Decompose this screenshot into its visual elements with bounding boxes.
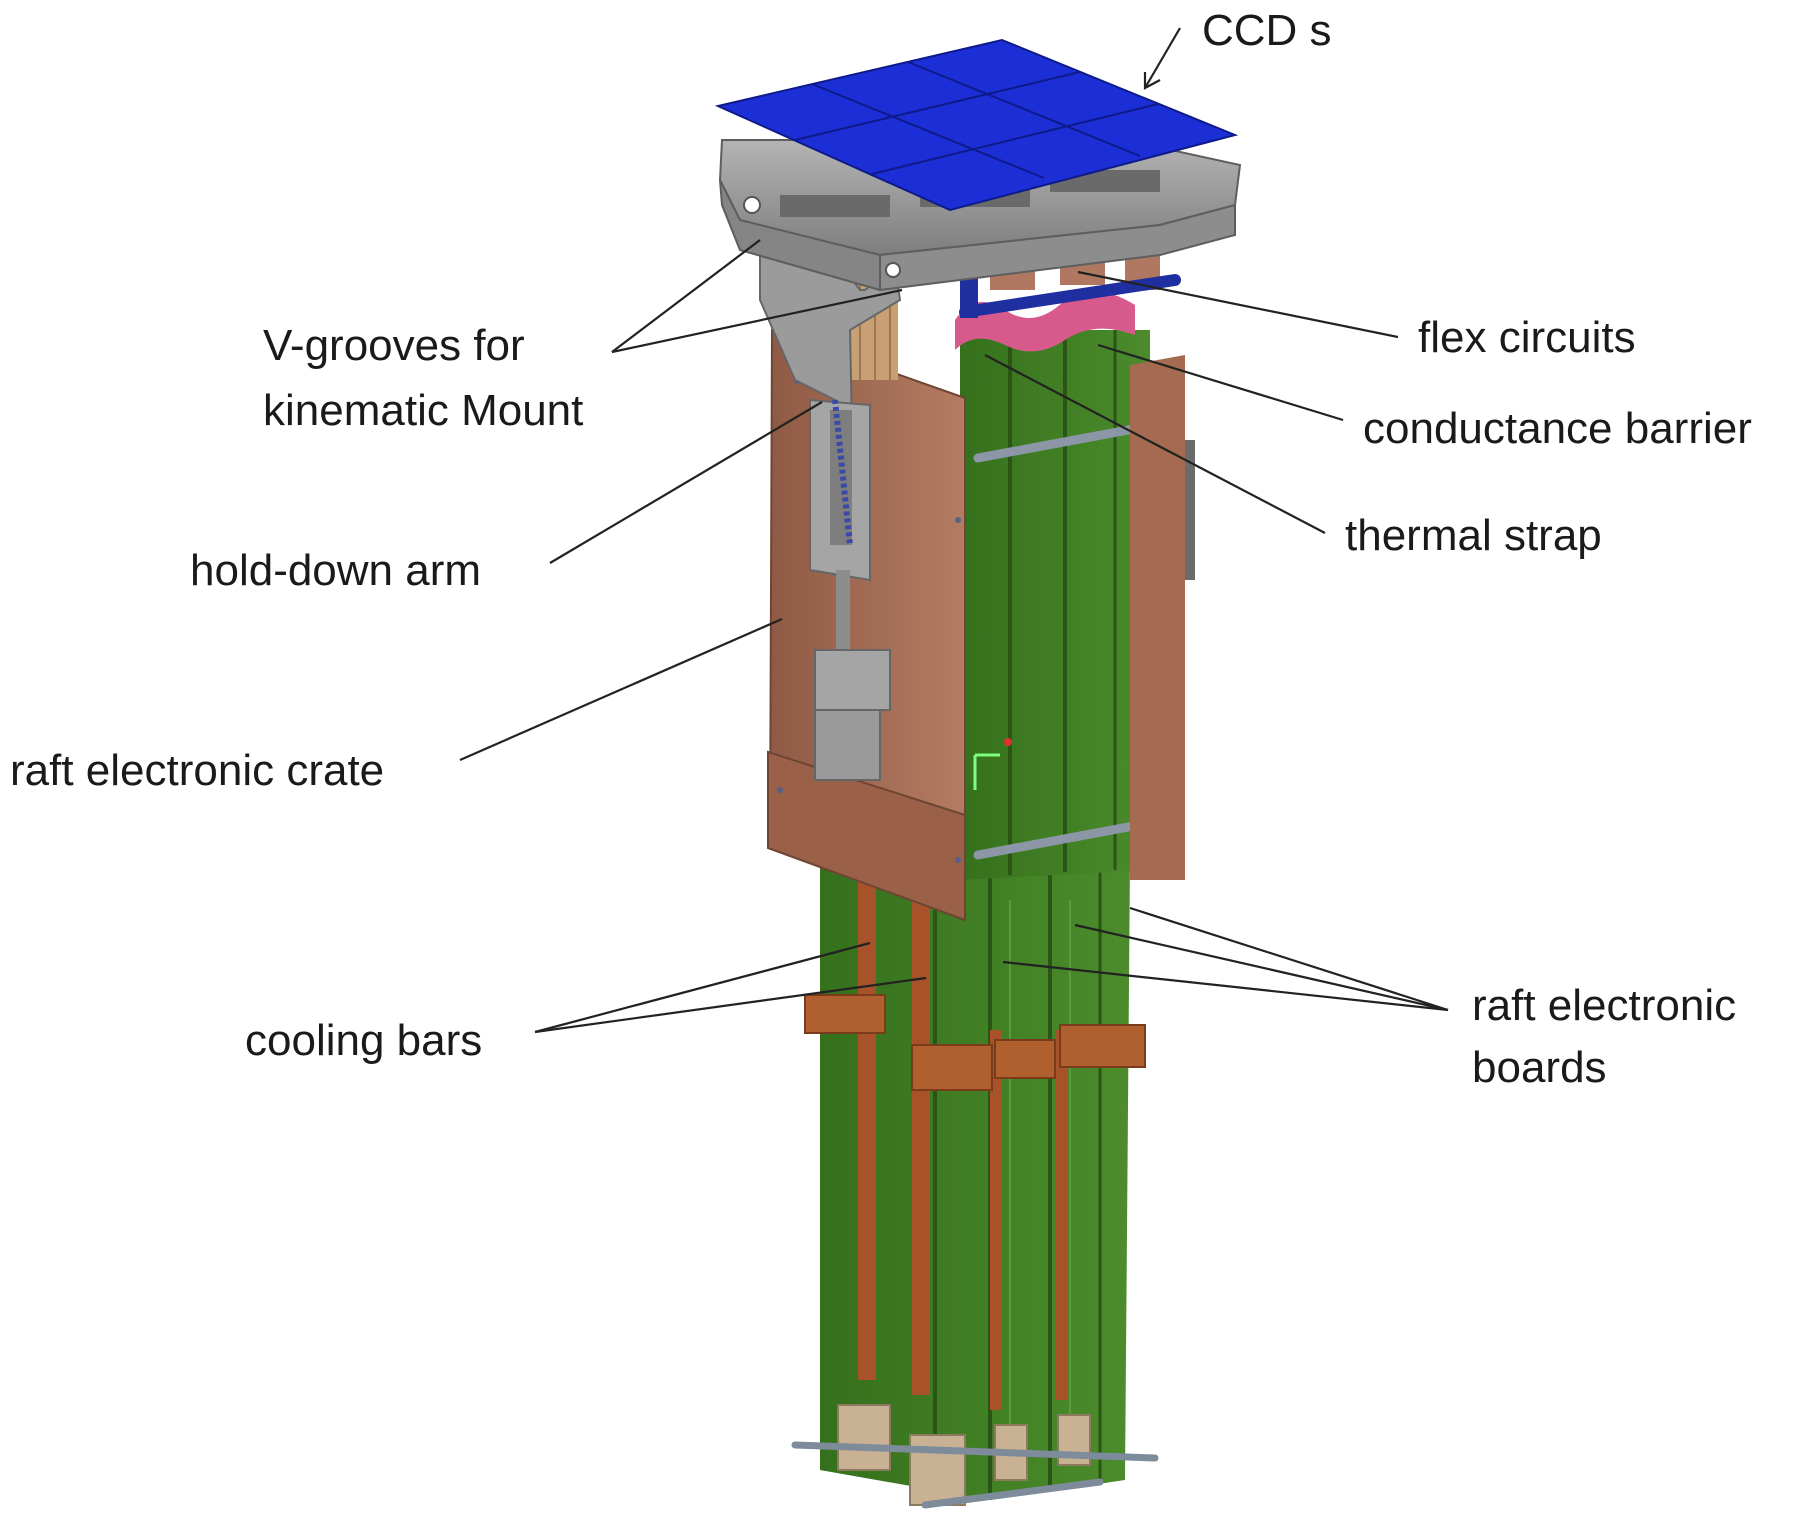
label-vgrooves-line1: V-grooves for <box>263 321 525 370</box>
crate-side-wall <box>1130 355 1195 880</box>
leader-lines <box>459 27 1449 1034</box>
label-cooling-bars: cooling bars <box>245 1016 482 1065</box>
hold-down-arm <box>759 208 902 781</box>
label-ccds: CCD s <box>1202 6 1332 55</box>
label-hold-down-arm: hold-down arm <box>190 546 481 595</box>
cooling-bars <box>804 880 1146 1410</box>
label-conductance-barrier: conductance barrier <box>1363 404 1752 453</box>
label-raft-boards-line1: raft electronic <box>1472 981 1736 1030</box>
label-raft-boards-line2: boards <box>1472 1043 1607 1092</box>
upper-boards <box>960 330 1160 880</box>
label-flex-circuits: flex circuits <box>1418 313 1636 362</box>
label-raft-electronic-crate: raft electronic crate <box>10 746 384 795</box>
label-thermal-strap: thermal strap <box>1345 511 1602 560</box>
label-vgrooves-line2: kinematic Mount <box>263 386 583 435</box>
bottom-connectors <box>791 1404 1159 1509</box>
raft-electronic-boards <box>820 860 1130 1505</box>
ccds <box>714 38 1239 212</box>
labels: CCD s V-grooves for kinematic Mount flex… <box>10 6 1752 1092</box>
